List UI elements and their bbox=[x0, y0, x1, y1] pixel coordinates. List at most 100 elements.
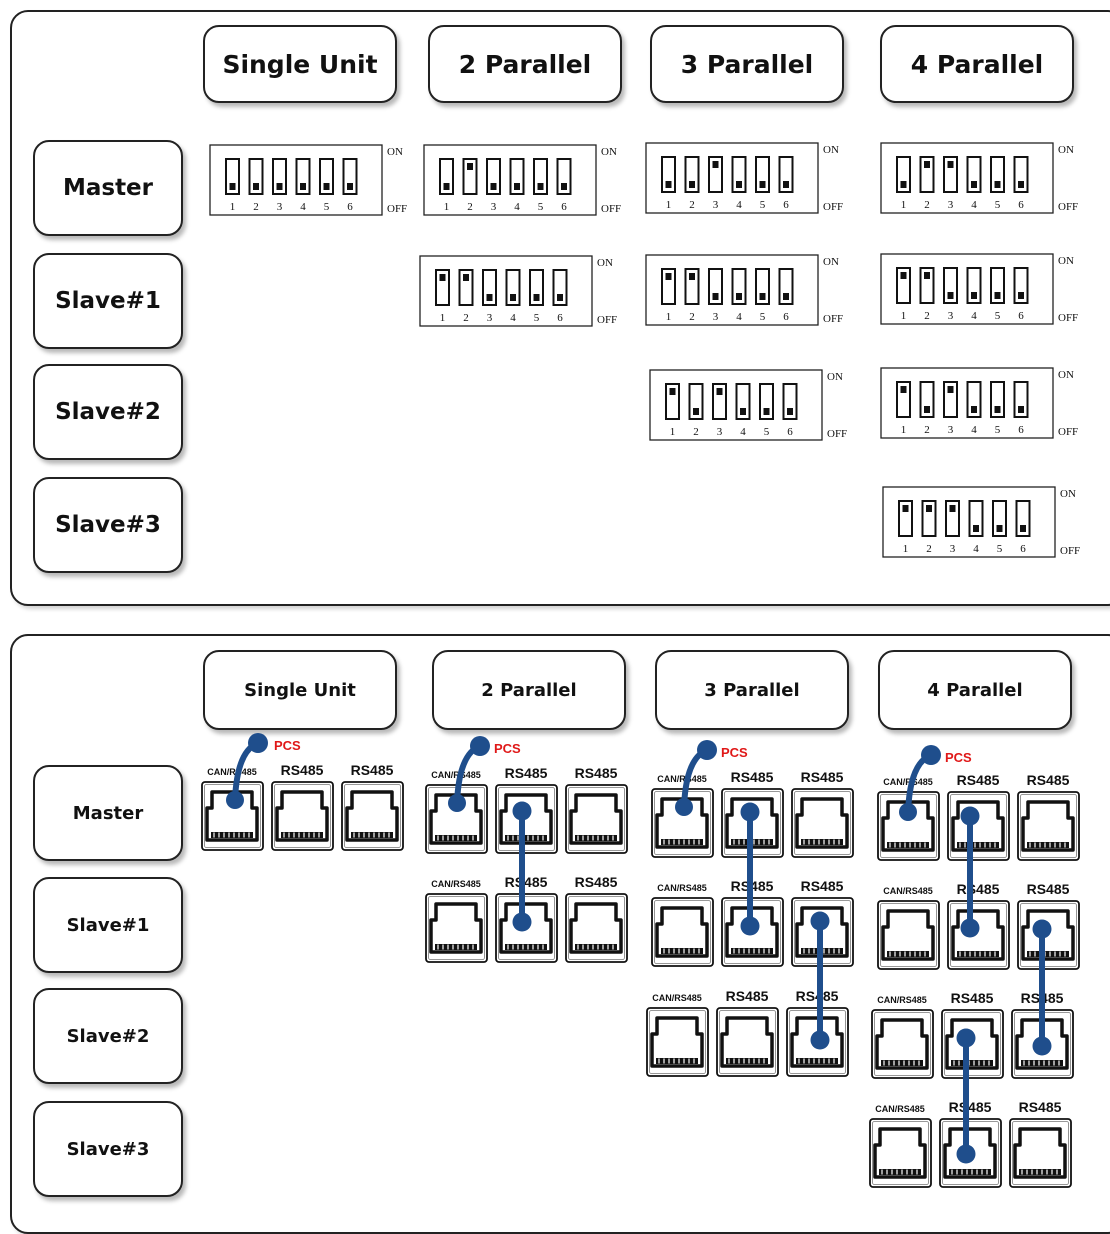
dip-switch-number: 6 bbox=[787, 426, 793, 438]
can-rs485-port-label: CAN/RS485 bbox=[877, 995, 927, 1005]
rs485-port-label: RS485 bbox=[951, 990, 994, 1006]
rj45-port-icon bbox=[939, 1118, 1002, 1188]
dip-switch-lever bbox=[229, 183, 236, 190]
rs485-port-label: RS485 bbox=[505, 765, 548, 781]
dip-switch-slot bbox=[529, 269, 544, 306]
dip-switch-lever bbox=[994, 406, 1001, 413]
can-rs485-port-label: CAN/RS485 bbox=[657, 883, 707, 893]
dip-switch-number: 4 bbox=[971, 424, 977, 436]
rj45-port-icon bbox=[1017, 791, 1080, 861]
rj45-port-icon bbox=[947, 791, 1010, 861]
dip-switch-slot bbox=[458, 269, 474, 306]
dip-switch-number: 3 bbox=[277, 201, 283, 213]
dip-switch-number: 4 bbox=[510, 312, 516, 324]
dip-switch-slot bbox=[552, 269, 568, 306]
dip-switch-slot bbox=[665, 383, 680, 420]
dip-switch-slot bbox=[755, 268, 770, 305]
dip-switch-slot bbox=[778, 156, 794, 193]
dip-switch-lever bbox=[996, 525, 1003, 532]
dip-off-label: OFF bbox=[597, 314, 617, 326]
dip-switch-lever bbox=[689, 273, 695, 280]
dip-switch-slot bbox=[921, 500, 937, 537]
dip-switch-number: 4 bbox=[736, 199, 742, 211]
dip-off-label: OFF bbox=[601, 203, 621, 215]
dip-switch-slot bbox=[990, 156, 1005, 193]
dip-switch-lever bbox=[926, 505, 932, 512]
dip-switch-number: 1 bbox=[230, 201, 236, 213]
dip-off-label: OFF bbox=[823, 201, 843, 213]
dip-switch-slot bbox=[1013, 156, 1029, 193]
column-header-3-parallel-ports: 3 Parallel bbox=[655, 650, 849, 730]
row-label-slave3: Slave#3 bbox=[33, 477, 183, 573]
dip-switch-lever bbox=[490, 183, 497, 190]
dip-off-label: OFF bbox=[823, 313, 843, 325]
rs485-port-label: RS485 bbox=[801, 769, 844, 785]
dip-switch-slot bbox=[708, 156, 723, 193]
dip-switch-number: 3 bbox=[491, 201, 497, 213]
rj45-port-icon bbox=[791, 788, 854, 858]
rj45-port-icon bbox=[201, 781, 264, 851]
dip-switch-lever bbox=[712, 293, 719, 300]
rs485-port-label: RS485 bbox=[281, 762, 324, 778]
dip-switch-lever bbox=[712, 161, 719, 168]
dip-switch-lever bbox=[439, 274, 446, 281]
can-rs485-port-label: CAN/RS485 bbox=[431, 770, 481, 780]
dip-off-label: OFF bbox=[1060, 545, 1080, 557]
dip-switch-slot bbox=[778, 268, 794, 305]
dip-switch-lever bbox=[557, 294, 563, 301]
dip-switch-lever bbox=[973, 525, 979, 532]
dip-switch-slot bbox=[486, 158, 501, 195]
rs485-port-label: RS485 bbox=[575, 874, 618, 890]
dip-switch-lever bbox=[486, 294, 493, 301]
dip-switch-lever bbox=[689, 181, 695, 188]
dip-switch-number: 4 bbox=[736, 311, 742, 323]
dip-switch-lever bbox=[253, 183, 259, 190]
dip-switch-slot bbox=[684, 268, 700, 305]
rj45-port-icon bbox=[941, 1009, 1004, 1079]
dip-switch-number: 3 bbox=[950, 543, 956, 555]
dip-off-label: OFF bbox=[1058, 426, 1078, 438]
dip-switch-lever bbox=[533, 294, 540, 301]
dip-switch-lever bbox=[463, 274, 469, 281]
dip-on-label: ON bbox=[823, 144, 839, 156]
column-header-4-parallel-ports: 4 Parallel bbox=[878, 650, 1072, 730]
row-label-master: Master bbox=[33, 140, 183, 236]
dip-switch-slot bbox=[919, 267, 935, 304]
dip-switch-lever bbox=[783, 181, 789, 188]
rj45-port-icon bbox=[721, 897, 784, 967]
dip-switch-number: 1 bbox=[901, 310, 907, 322]
rj45-port-icon bbox=[425, 893, 488, 963]
dip-switch-slot bbox=[272, 158, 287, 195]
dip-on-label: ON bbox=[1058, 369, 1074, 381]
dip-switch-number: 6 bbox=[561, 201, 567, 213]
dip-switch-slot bbox=[319, 158, 334, 195]
dip-switch-number: 4 bbox=[300, 201, 306, 213]
dip-switch-number: 2 bbox=[253, 201, 259, 213]
dip-switch-slot bbox=[533, 158, 548, 195]
dip-switch-lever bbox=[740, 408, 746, 415]
dip-switch-number: 6 bbox=[783, 199, 789, 211]
dip-switch-slot bbox=[735, 383, 751, 420]
dip-switch-slot bbox=[1013, 267, 1029, 304]
dip-switch-lever bbox=[665, 273, 672, 280]
row-label-master-ports: Master bbox=[33, 765, 183, 861]
dip-switch-lever bbox=[947, 386, 954, 393]
rs485-port-label: RS485 bbox=[731, 769, 774, 785]
dip-switch-number: 2 bbox=[924, 199, 930, 211]
dip-switch-slot bbox=[225, 158, 240, 195]
dip-switch-lever bbox=[763, 408, 770, 415]
dip-switch-slot bbox=[919, 156, 935, 193]
dip-switch-number: 1 bbox=[901, 424, 907, 436]
dip-switch-lever bbox=[510, 294, 516, 301]
dip-switch-slot bbox=[439, 158, 454, 195]
dip-switch-slot bbox=[919, 381, 935, 418]
